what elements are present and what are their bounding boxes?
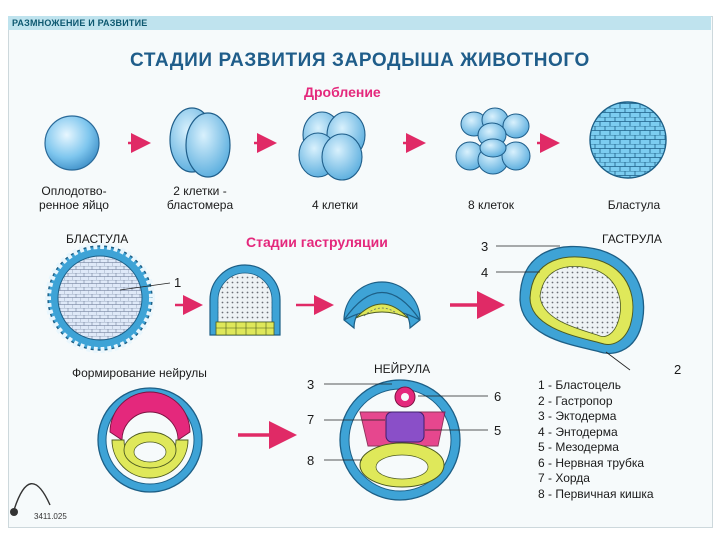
callout-line-2 bbox=[605, 351, 631, 371]
callout-5: 5 bbox=[494, 423, 502, 438]
callout-3-neurula: 3 bbox=[307, 377, 315, 392]
legend-item: 2 - Гастропор bbox=[538, 393, 613, 408]
callout-4: 4 bbox=[481, 265, 489, 280]
fertilized-egg bbox=[44, 115, 100, 171]
legend-item: 6 - Нервная трубка bbox=[538, 455, 645, 470]
caption-four-cells: 4 клетки bbox=[311, 198, 359, 212]
neurulation-title: Формирование нейрулы bbox=[72, 366, 207, 380]
legend-item: 8 - Первичная кишка bbox=[538, 486, 654, 501]
catalog-number: 3411.025 bbox=[34, 512, 67, 521]
legend-item: 3 - Эктодерма bbox=[538, 409, 617, 423]
header-label: РАЗМНОЖЕНИЕ И РАЗВИТИЕ bbox=[12, 18, 148, 28]
callout-7: 7 bbox=[307, 412, 315, 427]
gastrulation-title: Стадии гаструляции bbox=[246, 234, 388, 250]
callout-3-gastrula: 3 bbox=[481, 239, 489, 254]
gastrula bbox=[519, 245, 645, 354]
mid-gastrula bbox=[343, 281, 421, 330]
callout-1: 1 bbox=[174, 275, 182, 290]
callout-line-1 bbox=[119, 282, 171, 291]
header-bar bbox=[8, 16, 711, 30]
legend-item: 7 - Хорда bbox=[538, 471, 590, 485]
legend-item: 4 - Энтодерма bbox=[538, 424, 618, 439]
legend-item: 1 - Бластоцель bbox=[538, 378, 622, 392]
blastula-section bbox=[45, 243, 155, 353]
callout-8: 8 bbox=[307, 453, 315, 468]
blastula-ball bbox=[589, 101, 667, 179]
blastula-label: БЛАСТУЛА bbox=[66, 232, 129, 246]
caption-eight-cells: 8 клеток bbox=[468, 198, 514, 212]
legend: 1 - Бластоцель 2 - Гастропор 3 - Эктодер… bbox=[538, 378, 654, 502]
four-cell-embryo bbox=[298, 111, 366, 181]
callout-6: 6 bbox=[494, 389, 502, 404]
caption-fertilized-egg: Оплодотво- ренное яйцо bbox=[39, 184, 109, 212]
gastrula-label: ГАСТРУЛА bbox=[602, 232, 662, 246]
caption-two-cells: 2 клетки - бластомера bbox=[166, 184, 234, 212]
two-cell-embryo bbox=[169, 107, 231, 178]
cleavage-title: Дробление bbox=[304, 84, 381, 100]
early-gastrula bbox=[209, 264, 281, 336]
main-title: СТАДИИ РАЗВИТИЯ ЗАРОДЫША ЖИВОТНОГО bbox=[130, 50, 590, 71]
neurula bbox=[339, 379, 461, 501]
publisher-logo-icon bbox=[10, 483, 51, 516]
neurula-label: НЕЙРУЛА bbox=[374, 362, 431, 376]
caption-blastula: Бластула bbox=[607, 198, 661, 212]
eight-cell-embryo bbox=[455, 107, 531, 175]
legend-item: 5 - Мезодерма bbox=[538, 440, 619, 454]
callout-2: 2 bbox=[674, 362, 682, 377]
neurulation-start bbox=[97, 387, 203, 493]
